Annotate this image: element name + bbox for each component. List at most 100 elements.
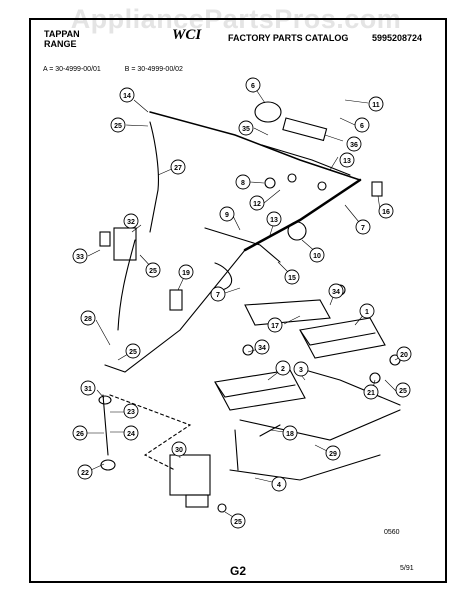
svg-text:13: 13 <box>343 158 351 165</box>
brand-label: TAPPAN RANGE <box>44 29 80 49</box>
callout-25e: 25 <box>230 513 246 529</box>
part-31 <box>98 395 112 405</box>
callout-8: 8 <box>235 174 251 190</box>
bracket-36 <box>282 117 328 142</box>
knob-22 <box>100 459 116 471</box>
regulator-6 <box>254 101 282 123</box>
valve-outlet <box>185 494 209 508</box>
callout-34a: 34 <box>328 283 344 299</box>
svg-text:3: 3 <box>299 367 303 374</box>
lower-supply-tube <box>117 239 136 331</box>
svg-text:7: 7 <box>361 225 365 232</box>
leader-dashed <box>109 394 192 471</box>
catalog-page-frame <box>29 18 447 583</box>
svg-text:27: 27 <box>174 165 182 172</box>
switch-16 <box>371 181 383 197</box>
callout-labels: 14 25 27 6 35 11 6 36 13 8 12 16 7 9 13 … <box>72 77 412 529</box>
gas-tube-28 <box>104 249 246 373</box>
svg-text:11: 11 <box>372 102 380 109</box>
callout-18: 18 <box>282 425 298 441</box>
manifold-pipe <box>243 178 362 252</box>
callout-26: 26 <box>72 425 88 441</box>
brand-line-2: RANGE <box>44 39 77 49</box>
callout-10: 10 <box>309 247 325 263</box>
tube-3 <box>304 369 401 406</box>
svg-text:34: 34 <box>258 345 266 352</box>
callout-22: 22 <box>77 464 93 480</box>
model-a-label: A = 30-4999-00/01 <box>43 66 101 73</box>
valve-fitting <box>287 173 297 183</box>
igniter-18 <box>259 424 281 437</box>
svg-text:6: 6 <box>251 83 255 90</box>
svg-text:23: 23 <box>127 409 135 416</box>
callout-20: 20 <box>396 346 412 362</box>
callout-23: 23 <box>123 403 139 419</box>
burner-1-inner <box>299 329 376 346</box>
burner-1 <box>299 317 386 359</box>
callout-17: 17 <box>267 317 283 333</box>
igniter-wire-7 <box>214 262 233 291</box>
callout-34b: 34 <box>254 339 270 355</box>
svg-text:6: 6 <box>360 123 364 130</box>
callout-7a: 7 <box>355 219 371 235</box>
svg-text:4: 4 <box>277 482 281 489</box>
svg-text:35: 35 <box>242 126 250 133</box>
brand-line-1: TAPPAN <box>44 29 80 39</box>
svg-text:22: 22 <box>81 470 89 477</box>
svg-text:13: 13 <box>270 217 278 224</box>
wci-logo: WCI <box>172 27 202 42</box>
svg-text:31: 31 <box>84 386 92 393</box>
callout-14: 14 <box>119 87 135 103</box>
page-label: G2 <box>230 564 247 578</box>
svg-text:25: 25 <box>129 349 137 356</box>
tube-4-riser <box>234 429 239 471</box>
model-b-label: B = 30-4999-00/02 <box>124 66 183 73</box>
svg-text:9: 9 <box>225 212 229 219</box>
fitting-21 <box>369 372 381 384</box>
svg-text:26: 26 <box>76 431 84 438</box>
valve-rail <box>261 144 351 176</box>
svg-text:24: 24 <box>127 431 135 438</box>
valve-body-30 <box>169 454 211 496</box>
callout-19: 19 <box>178 264 194 280</box>
callout-33: 33 <box>72 248 88 264</box>
tube-29 <box>239 409 401 441</box>
callout-28: 28 <box>80 310 96 326</box>
callout-15: 15 <box>284 269 300 285</box>
svg-text:10: 10 <box>313 253 321 260</box>
drawing-code: 0560 <box>384 529 400 536</box>
callout-6b: 6 <box>354 117 370 133</box>
svg-text:33: 33 <box>76 254 84 261</box>
callout-25b: 25 <box>145 262 161 278</box>
callout-30: 30 <box>171 441 187 457</box>
orifice-10 <box>287 221 307 241</box>
svg-text:20: 20 <box>400 352 408 359</box>
revision-date: 5/91 <box>400 565 414 572</box>
switch-32 <box>113 227 137 261</box>
callout-4: 4 <box>271 476 287 492</box>
callout-13b: 13 <box>266 211 282 227</box>
callout-24: 24 <box>123 425 139 441</box>
callout-21: 21 <box>363 384 379 400</box>
callout-36: 36 <box>346 136 362 152</box>
callout-31: 31 <box>80 380 96 396</box>
svg-text:17: 17 <box>271 323 279 330</box>
logo-text: WCI <box>172 27 202 42</box>
igniter-tube-9 <box>204 227 281 263</box>
tube-4 <box>229 454 381 481</box>
svg-text:15: 15 <box>288 275 296 282</box>
callout-32: 32 <box>123 213 139 229</box>
callout-1: 1 <box>359 303 375 319</box>
svg-text:25: 25 <box>234 519 242 526</box>
catalog-title: FACTORY PARTS CATALOG <box>228 33 349 43</box>
callout-2: 2 <box>275 360 291 376</box>
tube-27 <box>149 121 159 233</box>
svg-text:21: 21 <box>367 390 375 397</box>
callout-9: 9 <box>219 206 235 222</box>
part-19 <box>169 289 183 311</box>
svg-text:30: 30 <box>175 447 183 454</box>
svg-text:28: 28 <box>84 316 92 323</box>
callout-35: 35 <box>238 120 254 136</box>
model-legend: A = 30-4999-00/01 B = 30-4999-00/02 <box>43 66 205 73</box>
burner-2-inner <box>214 381 296 398</box>
